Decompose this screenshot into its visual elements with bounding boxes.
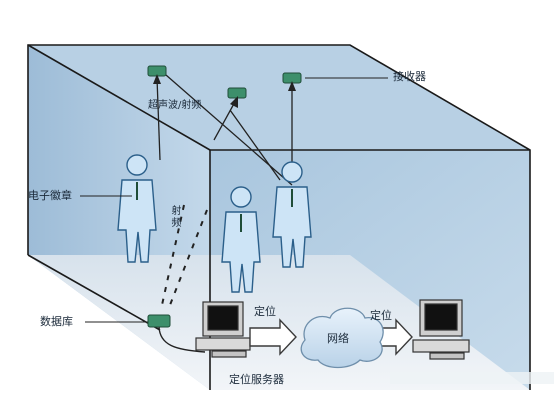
- receiver-label: 接收器: [393, 70, 426, 83]
- person-icon: [272, 161, 312, 268]
- client-computer-icon: [412, 299, 470, 360]
- arrowheads: [153, 74, 296, 108]
- bottom-fade: [390, 372, 554, 384]
- receiver-icon: [227, 87, 247, 99]
- signal-arrows: [156, 74, 293, 186]
- database-label: 数据库: [40, 315, 73, 328]
- person-figures: [117, 154, 312, 293]
- badge-label: 电子徽章: [28, 189, 72, 202]
- locate-label-1: 定位: [254, 305, 276, 318]
- network-cloud-icon: [300, 307, 384, 369]
- ultrasonic-rf-label: 超声波/射频: [148, 100, 202, 111]
- database-device: [85, 314, 206, 353]
- person-icon: [117, 154, 157, 263]
- receiver-devices: [147, 65, 302, 99]
- network-label: 网络: [327, 332, 349, 345]
- room-floor: [28, 255, 530, 390]
- locate-label-2: 定位: [370, 309, 392, 322]
- rf-dashed-beam: [161, 204, 208, 306]
- server-computer-icon: [195, 301, 251, 358]
- server-label: 定位服务器: [229, 373, 284, 386]
- person-icon: [221, 186, 261, 293]
- arrow-to-network: [249, 318, 297, 356]
- rf-vertical-label: 射频: [169, 205, 180, 229]
